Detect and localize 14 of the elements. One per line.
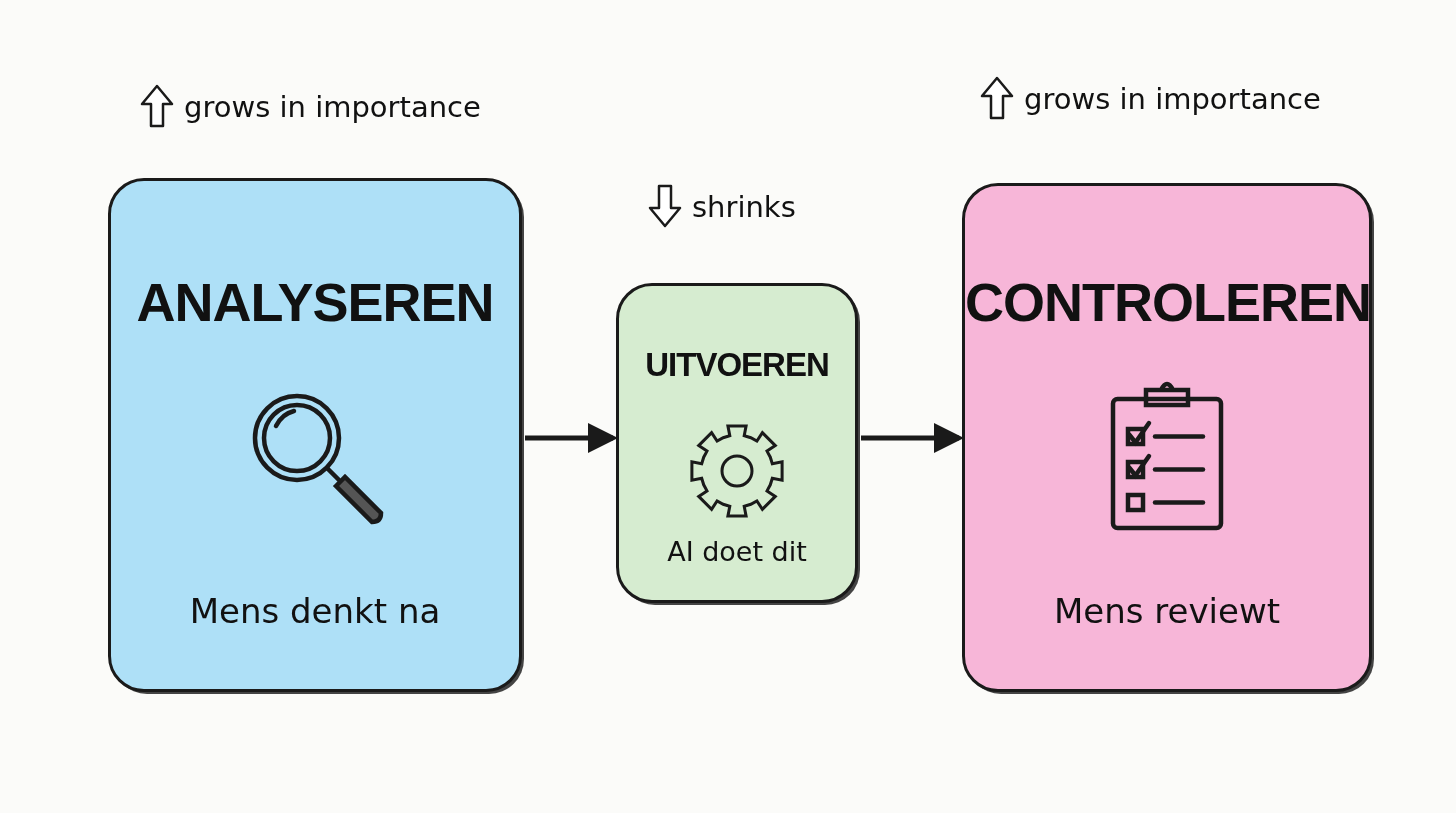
card-heading: ANALYSEREN bbox=[135, 271, 495, 333]
card-heading: CONTROLEREN bbox=[965, 271, 1369, 333]
process-card bbox=[108, 178, 522, 692]
annotation-text: grows in importance bbox=[1024, 82, 1321, 116]
arrow bbox=[525, 423, 618, 453]
card-text: AI doet dit bbox=[666, 536, 808, 567]
card-text: Mens denkt na bbox=[188, 591, 442, 631]
arrow bbox=[861, 423, 964, 453]
card-text: Mens reviewt bbox=[1052, 591, 1282, 631]
annotation-text: grows in importance bbox=[184, 90, 481, 124]
process-card bbox=[616, 283, 858, 603]
annotation-text: shrinks bbox=[692, 190, 796, 224]
process-card bbox=[962, 183, 1372, 692]
card-heading: UITVOEREN bbox=[644, 346, 830, 384]
